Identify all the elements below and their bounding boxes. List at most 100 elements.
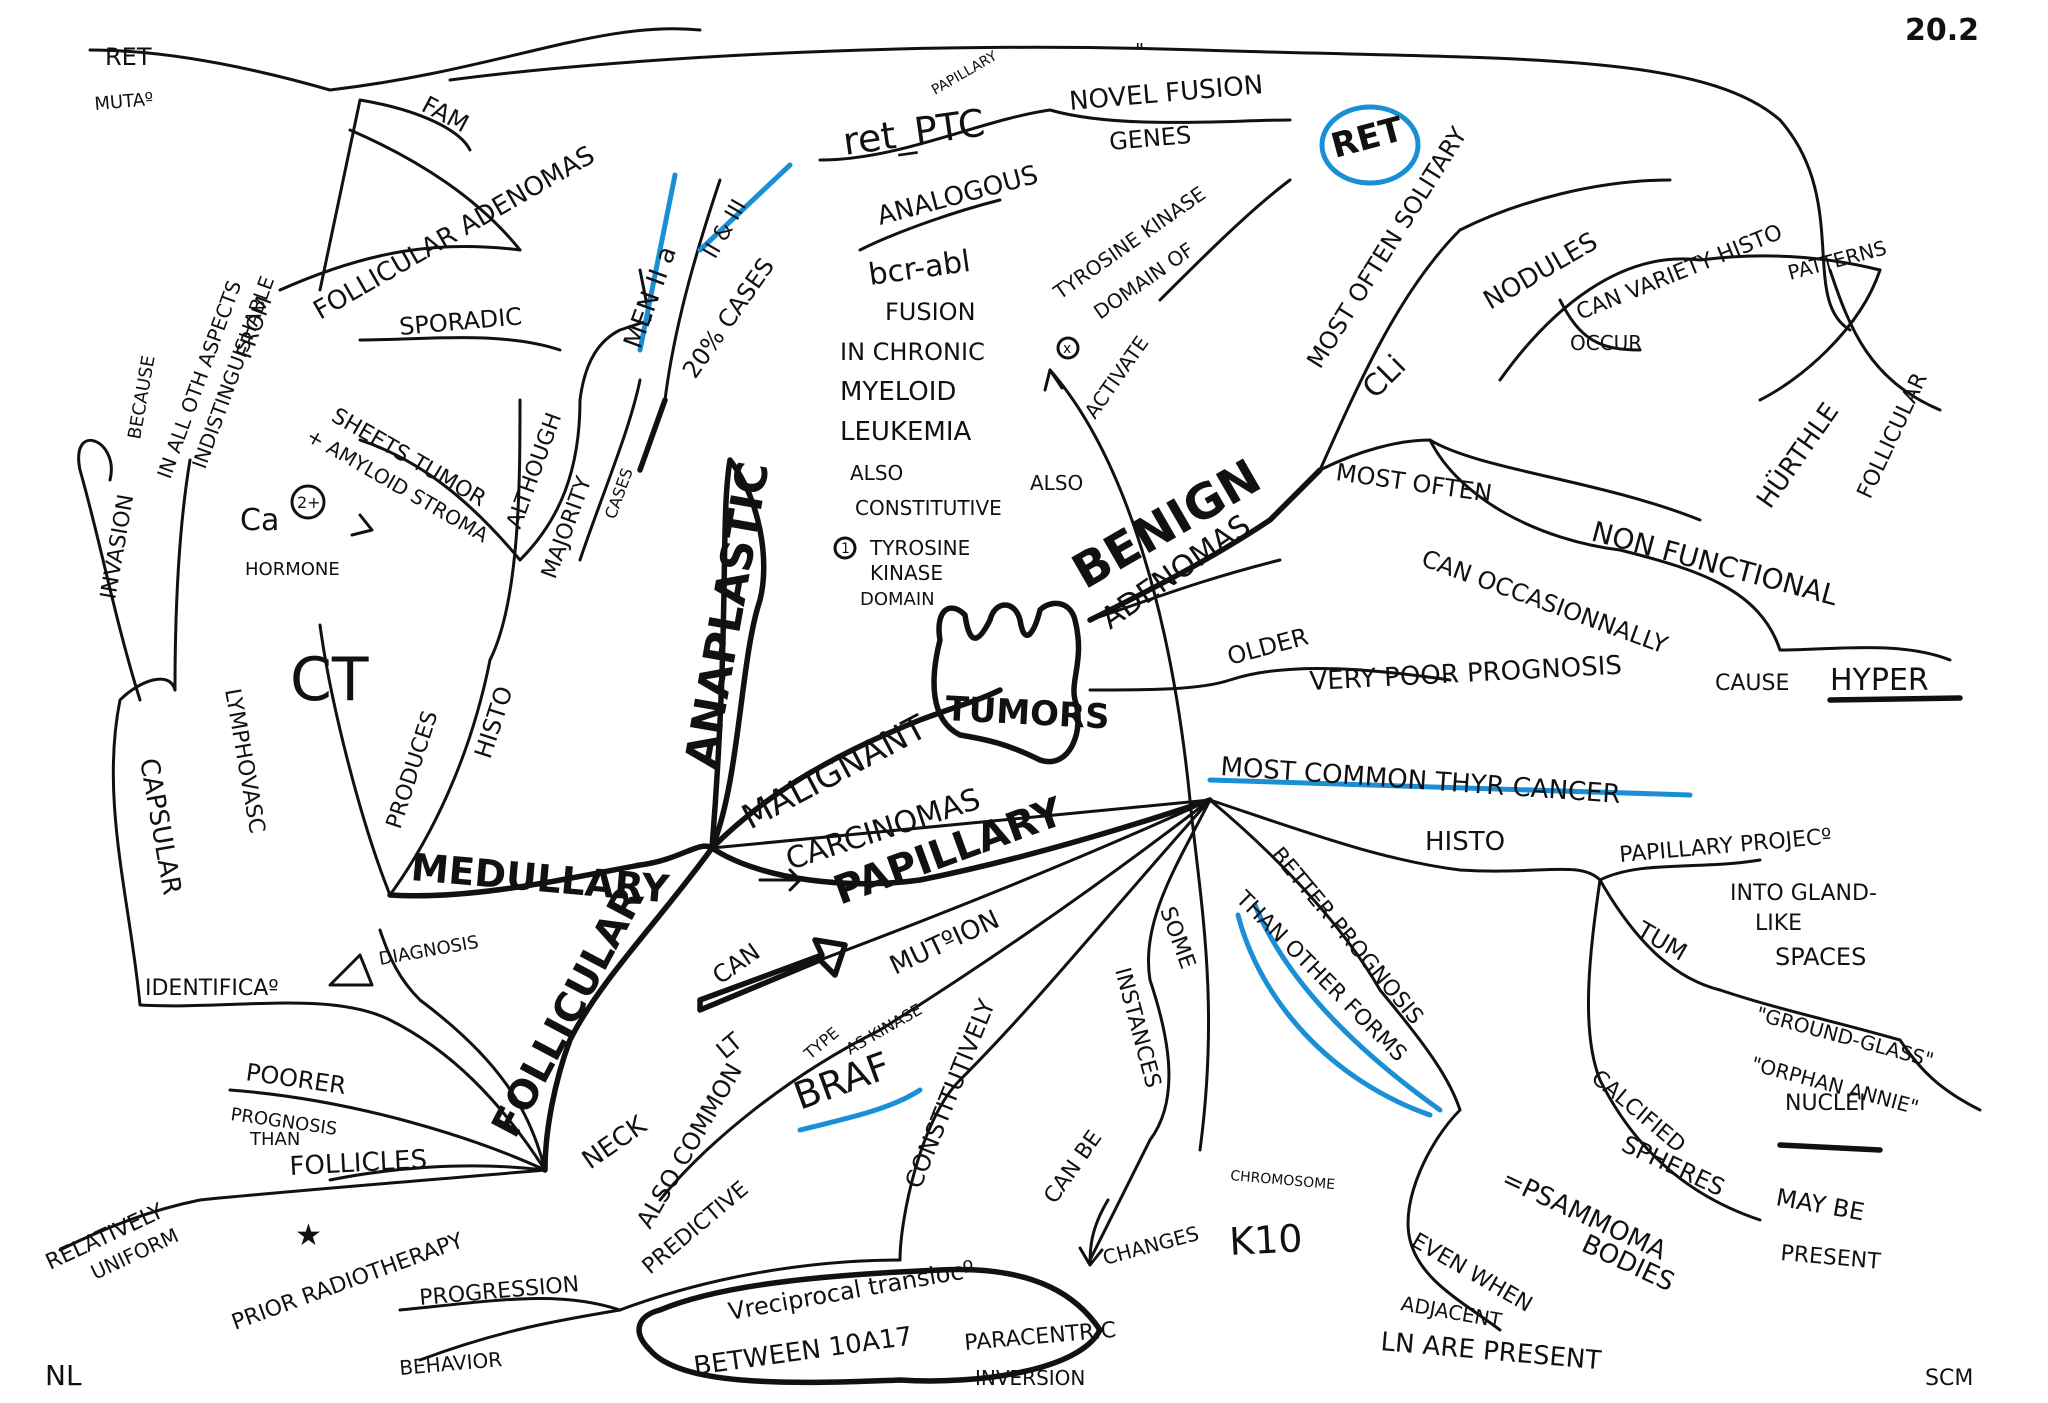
underlines xyxy=(1777,695,1963,1153)
fusion-label: FUSION xyxy=(885,298,976,326)
novel-fusion: NOVEL FUSION xyxy=(1068,70,1264,117)
diagnosis-label: DIAGNOSIS xyxy=(377,932,480,970)
some-label: SOME xyxy=(1154,904,1199,973)
also-label: ALSO xyxy=(850,461,903,485)
spaces-label: SPACES xyxy=(1775,943,1866,971)
than-label: THAN xyxy=(249,1129,300,1150)
cases-label: CASES xyxy=(601,465,637,521)
invasion-label: INVASION xyxy=(96,492,139,601)
ditto-mark: " xyxy=(1135,39,1144,63)
follicular-adenomas: FOLLICULAR ADENOMAS xyxy=(309,140,601,326)
inversion-label: INVERSION xyxy=(975,1366,1085,1390)
sporadic-label: SPORADIC xyxy=(398,302,523,341)
myeloid-label: MYELOID xyxy=(840,377,956,407)
circled-x-text: x xyxy=(1063,341,1071,357)
changes-label: CHANGES xyxy=(1100,1221,1201,1270)
papillary-projec: PAPILLARY PROJECº xyxy=(1618,825,1832,868)
mutation-label: MUTºION xyxy=(885,905,1004,982)
bcr-abl-label: bcr-abl xyxy=(866,244,972,293)
into-gland: INTO GLAND- xyxy=(1730,881,1877,906)
chromosome-label: CHROMOSOME xyxy=(1230,1168,1336,1193)
circled-1-icon xyxy=(833,536,857,560)
hormone-label: HORMONE xyxy=(245,559,340,580)
fam-label: FAM xyxy=(417,91,473,139)
muta-label: MUTAº xyxy=(94,89,155,115)
type-label: TYPE xyxy=(800,1023,843,1063)
men-label: MEN II a xyxy=(618,242,682,352)
lt-label: LT xyxy=(711,1027,748,1065)
occur-label: OCCUR xyxy=(1570,331,1642,355)
anaplastic-label: ANAPLASTIC xyxy=(676,458,780,772)
although-label: ALTHOUGH xyxy=(502,410,567,533)
behavior-label: BEHAVIOR xyxy=(398,1347,503,1380)
follicles-label: FOLLICLES xyxy=(289,1145,428,1182)
also-right-label: ALSO xyxy=(1030,471,1083,495)
adjacent-label: ADJACENT xyxy=(1399,1291,1504,1332)
delta-icon xyxy=(328,953,374,987)
ret-ptc-label: ret_PTC xyxy=(840,101,987,164)
ln-present-label: LN ARE PRESENT xyxy=(1379,1327,1602,1376)
ct-label: CT xyxy=(290,645,369,715)
activate-label: ACTIVATE xyxy=(1079,331,1153,422)
like-label: LIKE xyxy=(1755,911,1802,936)
very-poor-prognosis: VERY POOR PROGNOSIS xyxy=(1309,651,1623,697)
most-common-thyr-cancer: MOST COMMON THYR CANCER xyxy=(1220,752,1622,810)
domain-label: DOMAIN xyxy=(860,589,935,610)
cli-label: CLi xyxy=(1356,348,1413,405)
progression-label: PROGRESSION xyxy=(418,1272,580,1311)
nuclei-label: NUCLEI xyxy=(1785,1091,1866,1116)
initials-right: SCM xyxy=(1925,1366,1973,1391)
star-icon: ★ xyxy=(295,1218,322,1253)
hurthle-label: HÜRTHLE xyxy=(1750,396,1846,514)
ca-label: Ca xyxy=(240,503,279,538)
papillary-histo: HISTO xyxy=(1425,827,1505,857)
follicular-label: FOLLICULAR xyxy=(483,879,653,1145)
leukemia-label: LEUKEMIA xyxy=(840,417,972,447)
can-be-label: CAN BE xyxy=(1039,1126,1107,1208)
ca-charge: 2+ xyxy=(297,493,321,512)
arrows xyxy=(350,368,1110,1267)
k10-label: K10 xyxy=(1228,1216,1303,1264)
can-label: CAN xyxy=(707,938,765,990)
identifica-label: IDENTIFICAº xyxy=(145,976,279,1001)
can-variety-histo: CAN VARIETY HISTO xyxy=(1573,220,1786,326)
older-label: OLDER xyxy=(1224,622,1311,670)
ret-muta-label: RET xyxy=(105,43,152,71)
as-kinase-label: AS KINASE xyxy=(843,1000,926,1059)
most-often: MOST OFTEN xyxy=(1334,458,1494,508)
histo-label: HISTO xyxy=(469,683,518,762)
neck-label: NECK xyxy=(577,1110,653,1176)
patterns-label: PATTERNS xyxy=(1785,235,1889,284)
in-chronic: IN CHRONIC xyxy=(840,338,985,366)
circled-1-text: 1 xyxy=(841,541,850,557)
ca-charge-circle-icon xyxy=(290,484,326,520)
men-2-label: II & III xyxy=(699,195,752,263)
analogous-label: ANALOGOUS xyxy=(874,160,1041,232)
tyrosine-label: TYROSINE xyxy=(869,536,970,560)
non-functional: NON FUNCTIONAL xyxy=(1588,515,1841,612)
lymphovasc-label: LYMPHOVASC xyxy=(219,687,269,836)
may-be-label: MAY BE xyxy=(1774,1183,1867,1226)
capsular-label: CAPSULAR xyxy=(133,756,187,897)
center-tumors: TUMORS xyxy=(945,689,1111,738)
genes-label: GENES xyxy=(1108,121,1192,156)
hyper-label: HYPER xyxy=(1830,663,1929,698)
produces-label: PRODUCES xyxy=(382,708,444,832)
constitutive-label: CONSTITUTIVE xyxy=(855,496,1002,520)
present-label: PRESENT xyxy=(1779,1241,1882,1275)
between-label: BETWEEN 10A17 xyxy=(692,1322,914,1382)
can-occasionally: CAN OCCASIONNALLY xyxy=(1418,544,1672,659)
connector-lines xyxy=(58,27,1982,1386)
instances-label: INSTANCES xyxy=(1109,965,1165,1091)
circled-x-icon xyxy=(1056,336,1080,360)
page-number: 20.2 xyxy=(1905,13,1979,48)
kinase-label: KINASE xyxy=(870,561,943,585)
follicular-hurthle: FOLLICULAR xyxy=(1853,369,1933,502)
blue-highlights xyxy=(637,104,1693,1133)
reciprocal-translocation: Vreciprocal translocº xyxy=(726,1255,976,1326)
cause-label: CAUSE xyxy=(1715,671,1789,696)
because-label: BECAUSE xyxy=(124,354,159,441)
paracentric-label: PARACENTRIC xyxy=(963,1318,1117,1356)
initials-left: NL xyxy=(45,1359,82,1392)
